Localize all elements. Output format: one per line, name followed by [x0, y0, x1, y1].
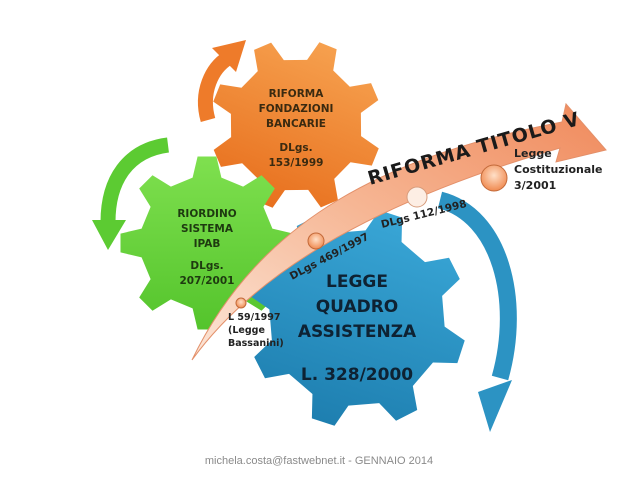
gear-green-sub-1: DLgs.	[190, 260, 223, 272]
gear-orange-line-3: BANCARIE	[266, 118, 326, 130]
milestone-4-line-3: 3/2001	[514, 179, 556, 192]
curved-arrow-green-head	[92, 220, 126, 250]
gear-blue-line-2: QUADRO	[316, 297, 399, 317]
milestone-label-1: L 59/1997 (Legge Bassanini)	[228, 312, 284, 349]
curved-arrow-blue	[437, 191, 517, 381]
gear-orange-line-1: RIFORMA	[269, 88, 325, 100]
gear-green-label: RIORDINO SISTEMA IPAB DLgs. 207/2001	[177, 208, 236, 287]
gear-orange-sub-1: DLgs.	[279, 142, 312, 154]
milestone-dot-2	[307, 232, 325, 250]
gear-green-line-3: IPAB	[194, 238, 221, 250]
milestone-1-line-3: Bassanini)	[228, 338, 284, 349]
gear-orange-sub-2: 153/1999	[269, 157, 324, 169]
reform-arrow	[191, 102, 607, 361]
gear-blue-sub-1: L. 328/2000	[301, 365, 413, 385]
curved-arrow-orange	[197, 51, 233, 123]
gear-blue-shape	[249, 210, 465, 426]
gear-blue	[249, 210, 465, 426]
gear-orange-label: RIFORMA FONDAZIONI BANCARIE DLgs. 153/19…	[259, 88, 334, 169]
gear-green-sub-2: 207/2001	[180, 275, 235, 287]
gear-green-line-1: RIORDINO	[177, 208, 236, 220]
curved-arrow-orange-head	[212, 40, 246, 72]
footer-credit: michela.costa@fastwebnet.it - GENNAIO 20…	[204, 455, 434, 467]
milestone-dot-1	[235, 297, 247, 309]
milestone-4-line-2: Costituzionale	[514, 163, 603, 176]
curved-arrow-green	[100, 137, 170, 223]
milestone-dot-3	[406, 186, 428, 208]
gear-orange-line-2: FONDAZIONI	[259, 103, 334, 115]
gear-green-line-2: SISTEMA	[181, 223, 234, 235]
milestone-dot-4	[480, 164, 508, 192]
gear-blue-line-1: LEGGE	[326, 272, 388, 292]
gear-orange	[213, 42, 379, 208]
curved-arrow-blue-head	[478, 380, 512, 432]
milestone-1-line-2: (Legge	[228, 325, 265, 336]
gear-blue-label: LEGGE QUADRO ASSISTENZA L. 328/2000	[298, 272, 417, 385]
gear-blue-line-3: ASSISTENZA	[298, 322, 417, 342]
gear-orange-shape	[213, 42, 379, 208]
milestone-4-line-1: Legge	[514, 147, 552, 160]
milestone-1-line-1: L 59/1997	[228, 312, 281, 323]
milestone-label-4: Legge Costituzionale 3/2001	[514, 147, 603, 192]
